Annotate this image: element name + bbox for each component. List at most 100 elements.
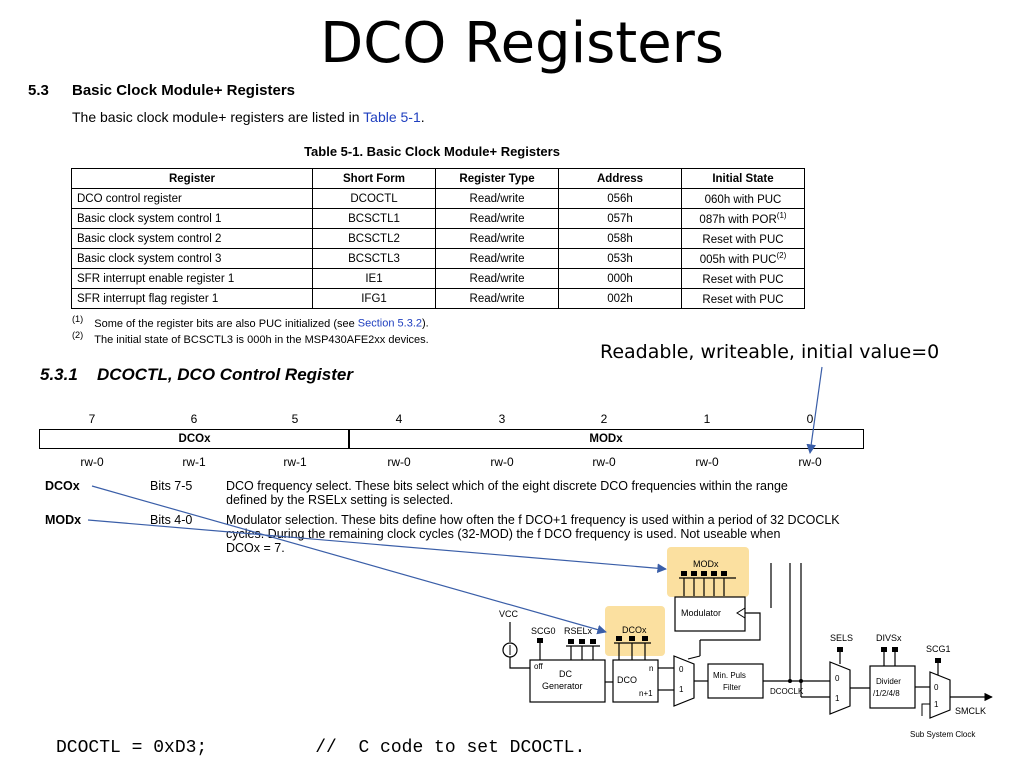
arrow-modx-to-diagram	[87, 519, 667, 574]
modx-highlight	[667, 547, 749, 597]
col-header-short-form: Short Form	[312, 168, 436, 189]
bit-number-1: 1	[703, 412, 711, 426]
section-link[interactable]: Section 5.3.2	[357, 317, 422, 330]
label-scg0: SCG0	[531, 626, 556, 636]
desc-text-modx: Modulator selection. These bits define h…	[226, 513, 866, 555]
bit-number-0: 0	[806, 412, 814, 426]
cell-register-type-text: Read/write	[469, 192, 525, 205]
mux3-label-0: 0	[934, 683, 939, 692]
annotation-text: Readable, writeable, initial value=0	[600, 341, 940, 363]
label-sub-system-clock: Sub System Clock	[910, 730, 976, 739]
label-smclk: SMCLK	[955, 706, 986, 716]
cell-short-form: DCOCTL	[312, 188, 436, 209]
cell-initial-state-text: Reset with PUC	[702, 293, 784, 306]
mux2-label-0: 0	[835, 674, 840, 683]
cell-initial-state-text: 060h with PUC	[704, 193, 782, 206]
label-n-plus-1: n+1	[639, 689, 653, 698]
subsection-number: 5.3.1	[40, 365, 78, 384]
subsection-title: DCOCTL, DCO Control Register	[97, 365, 353, 384]
cell-register-text: SFR interrupt flag register 1	[77, 292, 219, 305]
label-generator: Generator	[542, 681, 583, 691]
desc-modx-line1: Modulator selection. These bits define h…	[226, 513, 840, 527]
dcox-bus	[614, 642, 651, 661]
cell-register-text: Basic clock system control 3	[77, 252, 222, 265]
desc-dcox-line1: DCO frequency select. These bits select …	[226, 479, 788, 493]
label-dco: DCO	[617, 675, 637, 685]
access-bit-3: rw-0	[490, 455, 514, 469]
sels-pin	[837, 647, 843, 664]
footnote-ref[interactable]: (1)	[776, 211, 787, 221]
vcc-to-generator	[509, 657, 530, 669]
section-intro: The basic clock module+ registers are li…	[72, 109, 425, 125]
access-bit-5: rw-1	[283, 455, 307, 469]
desc-modx-line3: DCOx = 7.	[226, 541, 285, 555]
label-scg1: SCG1	[926, 644, 951, 654]
footnote-1-mark: (1)	[72, 314, 84, 324]
cell-address-text: 000h	[607, 272, 633, 285]
mux2-label-1: 1	[835, 694, 840, 703]
label-off: off	[534, 662, 544, 671]
cell-register-type-text: Read/write	[469, 232, 525, 245]
cell-initial-state-text: Reset with PUC	[702, 273, 784, 286]
cell-register-type: Read/write	[435, 248, 559, 269]
annotation-arrow-rw0	[806, 366, 823, 454]
label-modulator: Modulator	[681, 608, 721, 618]
label-vcc: VCC	[499, 609, 519, 619]
cell-address: 058h	[558, 228, 682, 249]
mux1-label-1: 1	[679, 685, 684, 694]
dco-mux	[673, 655, 695, 707]
modulator-select	[687, 655, 701, 660]
cell-initial-state-text: Reset with PUC	[702, 233, 784, 246]
footnote-2: (2) The initial state of BCSCTL3 is 000h…	[72, 330, 429, 346]
desc-bits-dcox: Bits 7-5	[150, 479, 193, 493]
footnote-1-suffix: ).	[422, 317, 429, 330]
modx-pins	[681, 571, 727, 576]
mux3-input-1	[921, 703, 930, 716]
divsx-pins	[881, 647, 898, 652]
access-bit-1: rw-0	[695, 455, 719, 469]
label-filter: Filter	[723, 683, 741, 692]
footnote-1: (1) Some of the register bits are also P…	[72, 314, 429, 330]
cell-initial-state-text: 087h with POR	[699, 213, 777, 226]
table-link[interactable]: Table 5-1	[363, 109, 421, 125]
divsx-lines	[883, 652, 896, 666]
modulator-clock-input	[736, 607, 746, 619]
desc-name-modx: MODx	[45, 513, 82, 527]
cell-initial-state-text: 005h with PUC	[699, 253, 777, 266]
dco-block	[612, 659, 659, 703]
arrow-dcox-to-diagram	[91, 485, 607, 635]
label-sels: SELS	[830, 633, 853, 643]
label-rselx: RSELx	[564, 626, 593, 636]
clock-bus-3b	[745, 608, 771, 613]
cell-register-type: Read/write	[435, 288, 559, 309]
cell-register-type-text: Read/write	[469, 212, 525, 225]
dc-generator-block	[529, 659, 606, 703]
cell-register-text: Basic clock system control 1	[77, 212, 222, 225]
bit-number-2: 2	[600, 412, 608, 426]
cell-initial-state: 060h with PUC	[681, 188, 805, 209]
cell-address-text: 058h	[607, 232, 633, 245]
cell-address-text: 053h	[607, 252, 633, 265]
intro-text: The basic clock module+ registers are li…	[72, 109, 364, 125]
label-n: n	[649, 664, 653, 673]
access-bit-0: rw-0	[798, 455, 822, 469]
section-number: 5.3	[28, 82, 49, 99]
cell-register-type-text: Read/write	[469, 252, 525, 265]
cell-short-form: IFG1	[312, 288, 436, 309]
footnote-2-text: The initial state of BCSCTL3 is 000h in …	[94, 333, 429, 346]
label-dcox: DCOx	[622, 625, 647, 635]
cell-register-text: SFR interrupt enable register 1	[77, 272, 235, 285]
min-puls-filter-block	[707, 663, 764, 699]
footnote-ref[interactable]: (2)	[776, 251, 787, 261]
slide-title: DCO Registers	[320, 11, 724, 76]
field-modx: MODx	[348, 429, 864, 449]
bit-number-5: 5	[291, 412, 299, 426]
access-bit-4: rw-0	[387, 455, 411, 469]
mux3-label-1: 1	[934, 700, 939, 709]
scg1-pin	[935, 658, 941, 676]
bit-number-3: 3	[498, 412, 506, 426]
